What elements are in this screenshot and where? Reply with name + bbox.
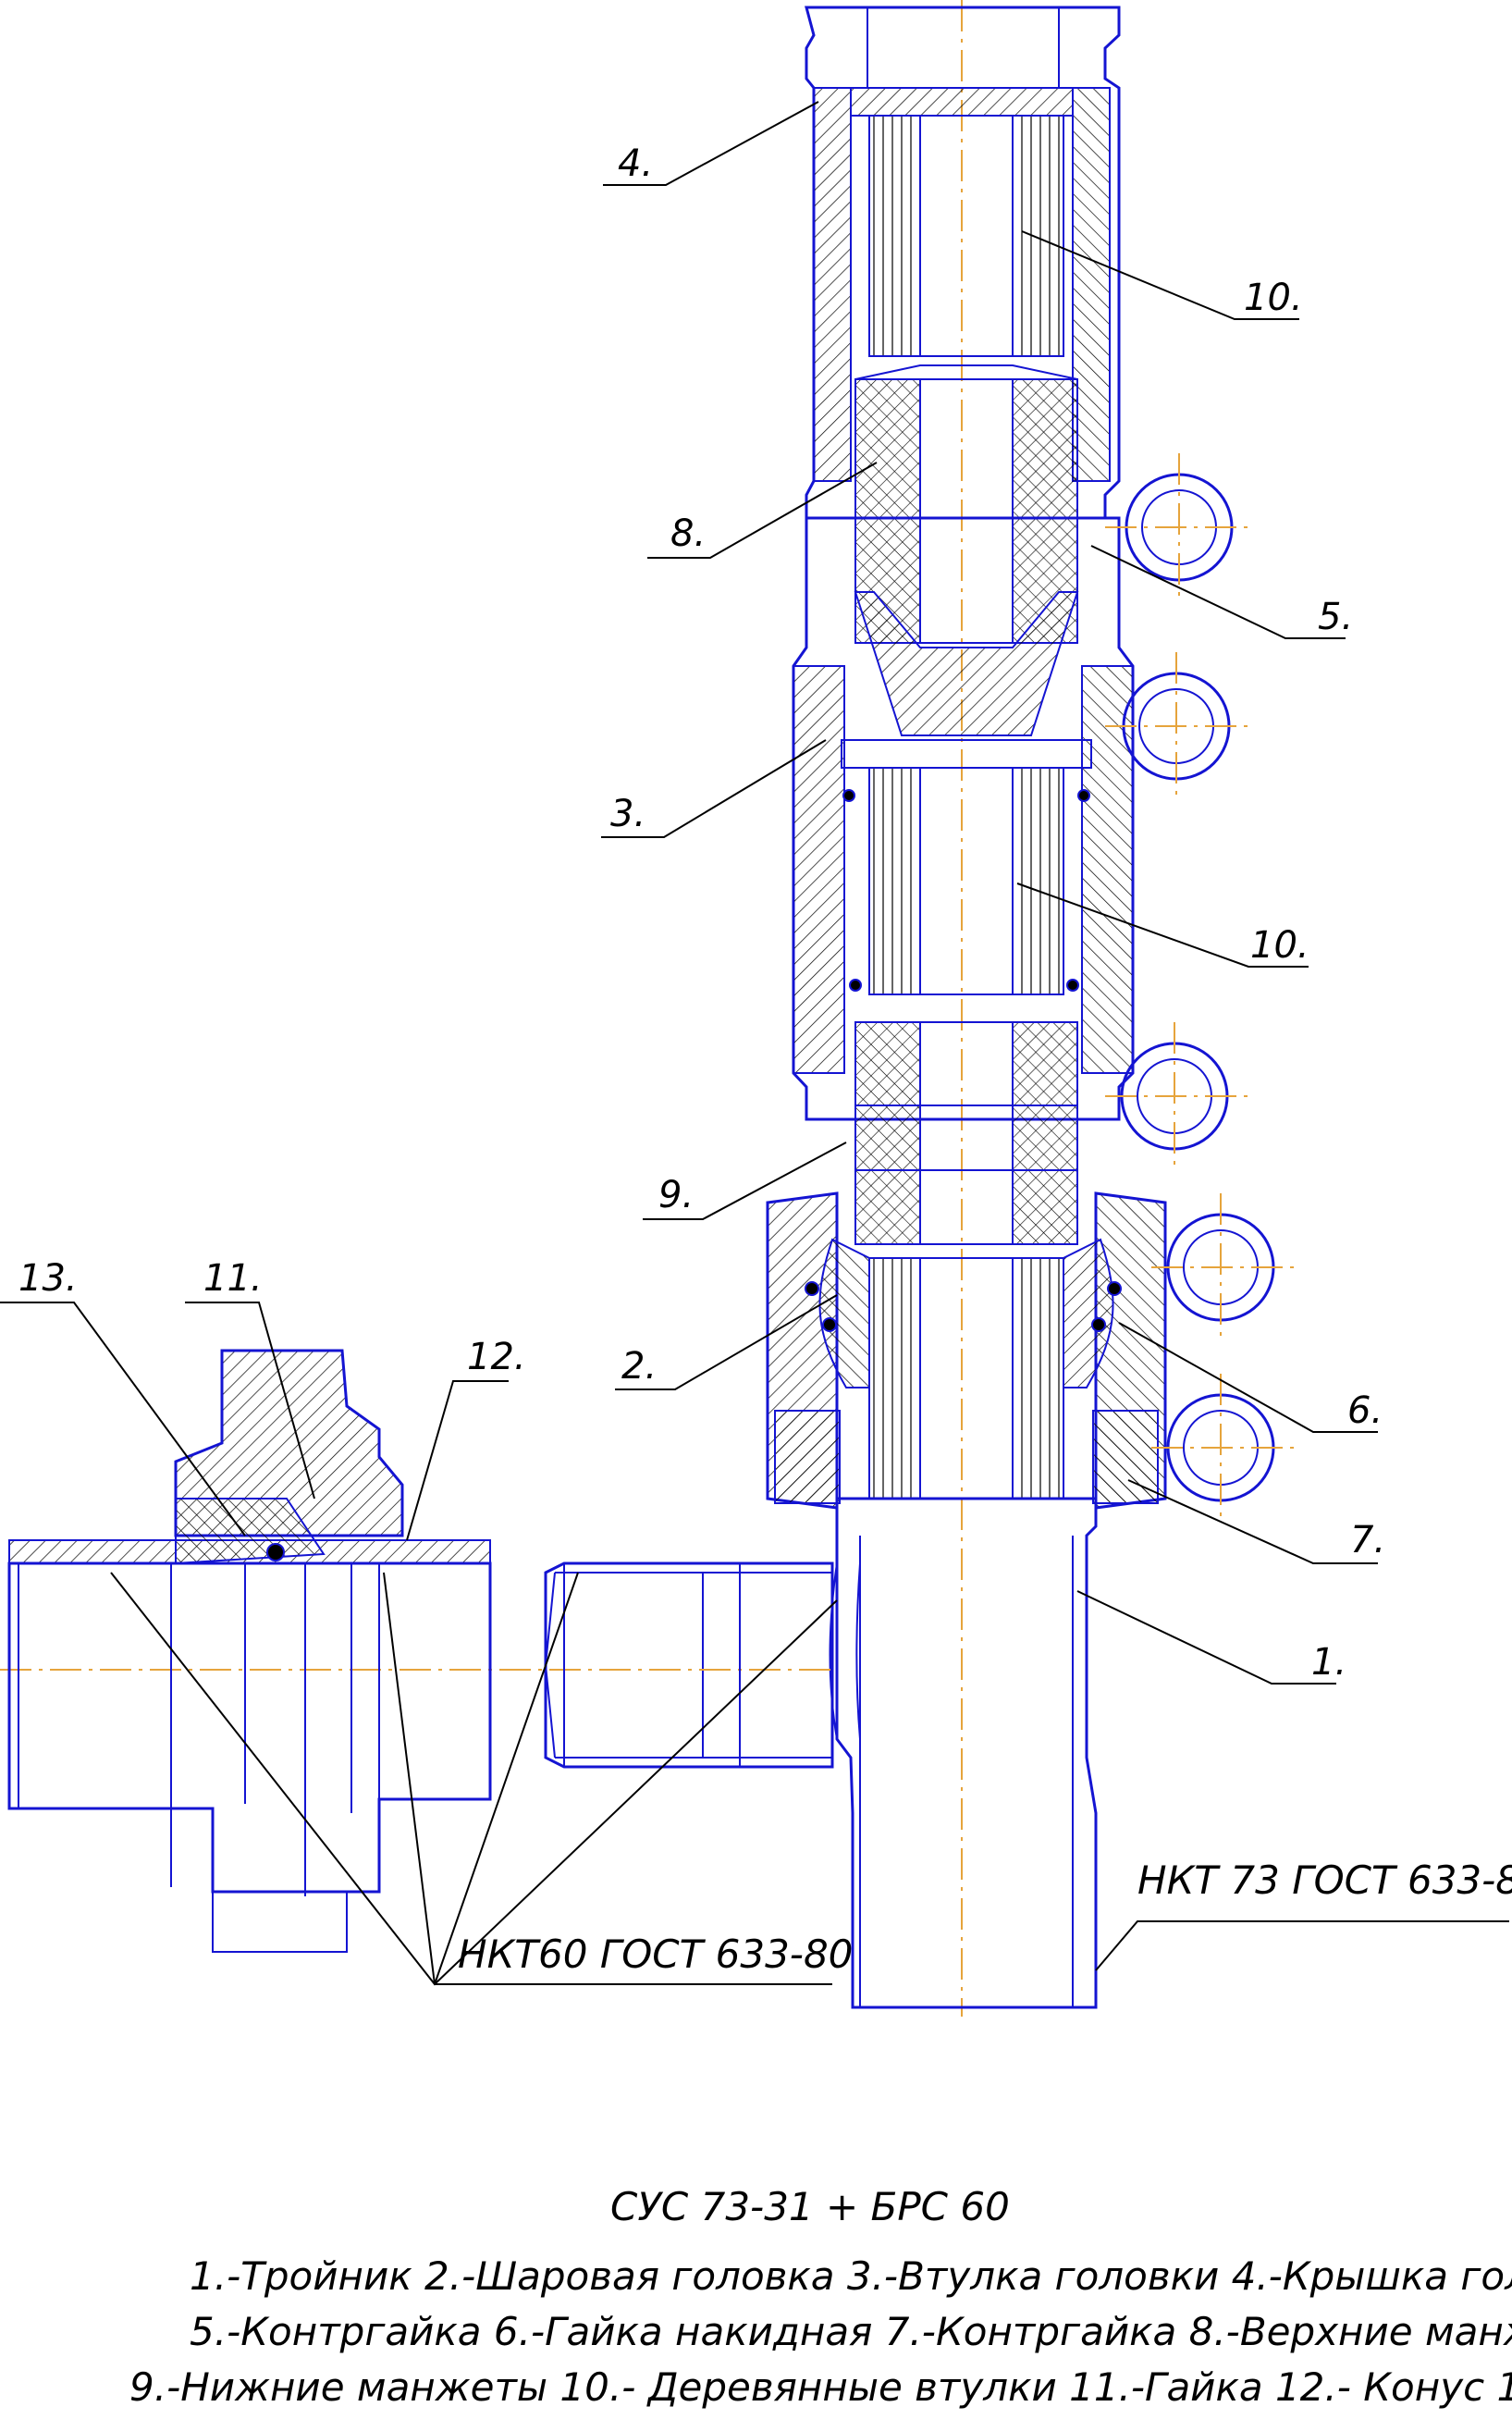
- coupling-nut: [174, 1349, 404, 1537]
- callout-9: 9.: [658, 1174, 694, 1216]
- pipe-label-nkt73: НКТ 73 ГОСТ 633-80: [1137, 1857, 1512, 1903]
- callout-12: 12.: [467, 1336, 526, 1378]
- lower-cuffs: [854, 1021, 1078, 1245]
- legend-line-3: 9.-Нижние манжеты 10.- Деревянные втулки…: [129, 2364, 1512, 2410]
- callout-10-upper: 10.: [1244, 277, 1303, 319]
- callout-11: 11.: [203, 1257, 263, 1300]
- callout-7: 7.: [1350, 1519, 1385, 1561]
- callout-3: 3.: [610, 793, 645, 835]
- upper-cuffs: [854, 364, 1078, 644]
- coupling-cone: [175, 1498, 326, 1565]
- hand-wheels: [1105, 453, 1295, 1522]
- callout-13: 13.: [18, 1257, 78, 1300]
- callout-2: 2.: [621, 1345, 657, 1388]
- callout-6: 6.: [1347, 1389, 1383, 1432]
- quick-coupling: [0, 1349, 834, 1953]
- head-cap: [805, 6, 1121, 520]
- wooden-bushing-upper: [868, 115, 1064, 357]
- upper-cone: [854, 591, 1079, 736]
- ball-head: [805, 1238, 1122, 1500]
- callout-labels: 4. 10. 8. 5. 3. 10. 9. 2. 6. 7. 1. 13. 1…: [18, 142, 1385, 1684]
- pipe-label-nkt60: НКТ60 ГОСТ 633-80: [458, 1931, 853, 1977]
- callout-1: 1.: [1311, 1641, 1346, 1684]
- callout-10-lower: 10.: [1250, 924, 1309, 967]
- lock-nut-lower: [774, 1410, 1159, 1504]
- pipe-labels: НКТ 73 ГОСТ 633-80 НКТ60 ГОСТ 633-80: [458, 1857, 1512, 1977]
- head-bushing: [792, 516, 1135, 1121]
- callout-4: 4.: [618, 142, 653, 185]
- legend-line-1: 1.-Тройник 2.-Шаровая головка 3.-Втулка …: [190, 2253, 1512, 2299]
- legend-line-2: 5.-Контргайка 6.-Гайка накидная 7.-Контр…: [190, 2309, 1512, 2354]
- drawing-title: СУС 73-31 + БРС 60: [610, 2184, 1010, 2229]
- title-block: СУС 73-31 + БРС 60 1.-Тройник 2.-Шаровая…: [129, 2184, 1512, 2410]
- main-assembly: [544, 0, 1295, 2017]
- wooden-bushing-lower: [842, 767, 1090, 995]
- callout-8: 8.: [670, 512, 706, 555]
- callout-5: 5.: [1318, 596, 1353, 638]
- leader-lines: [0, 101, 1509, 1986]
